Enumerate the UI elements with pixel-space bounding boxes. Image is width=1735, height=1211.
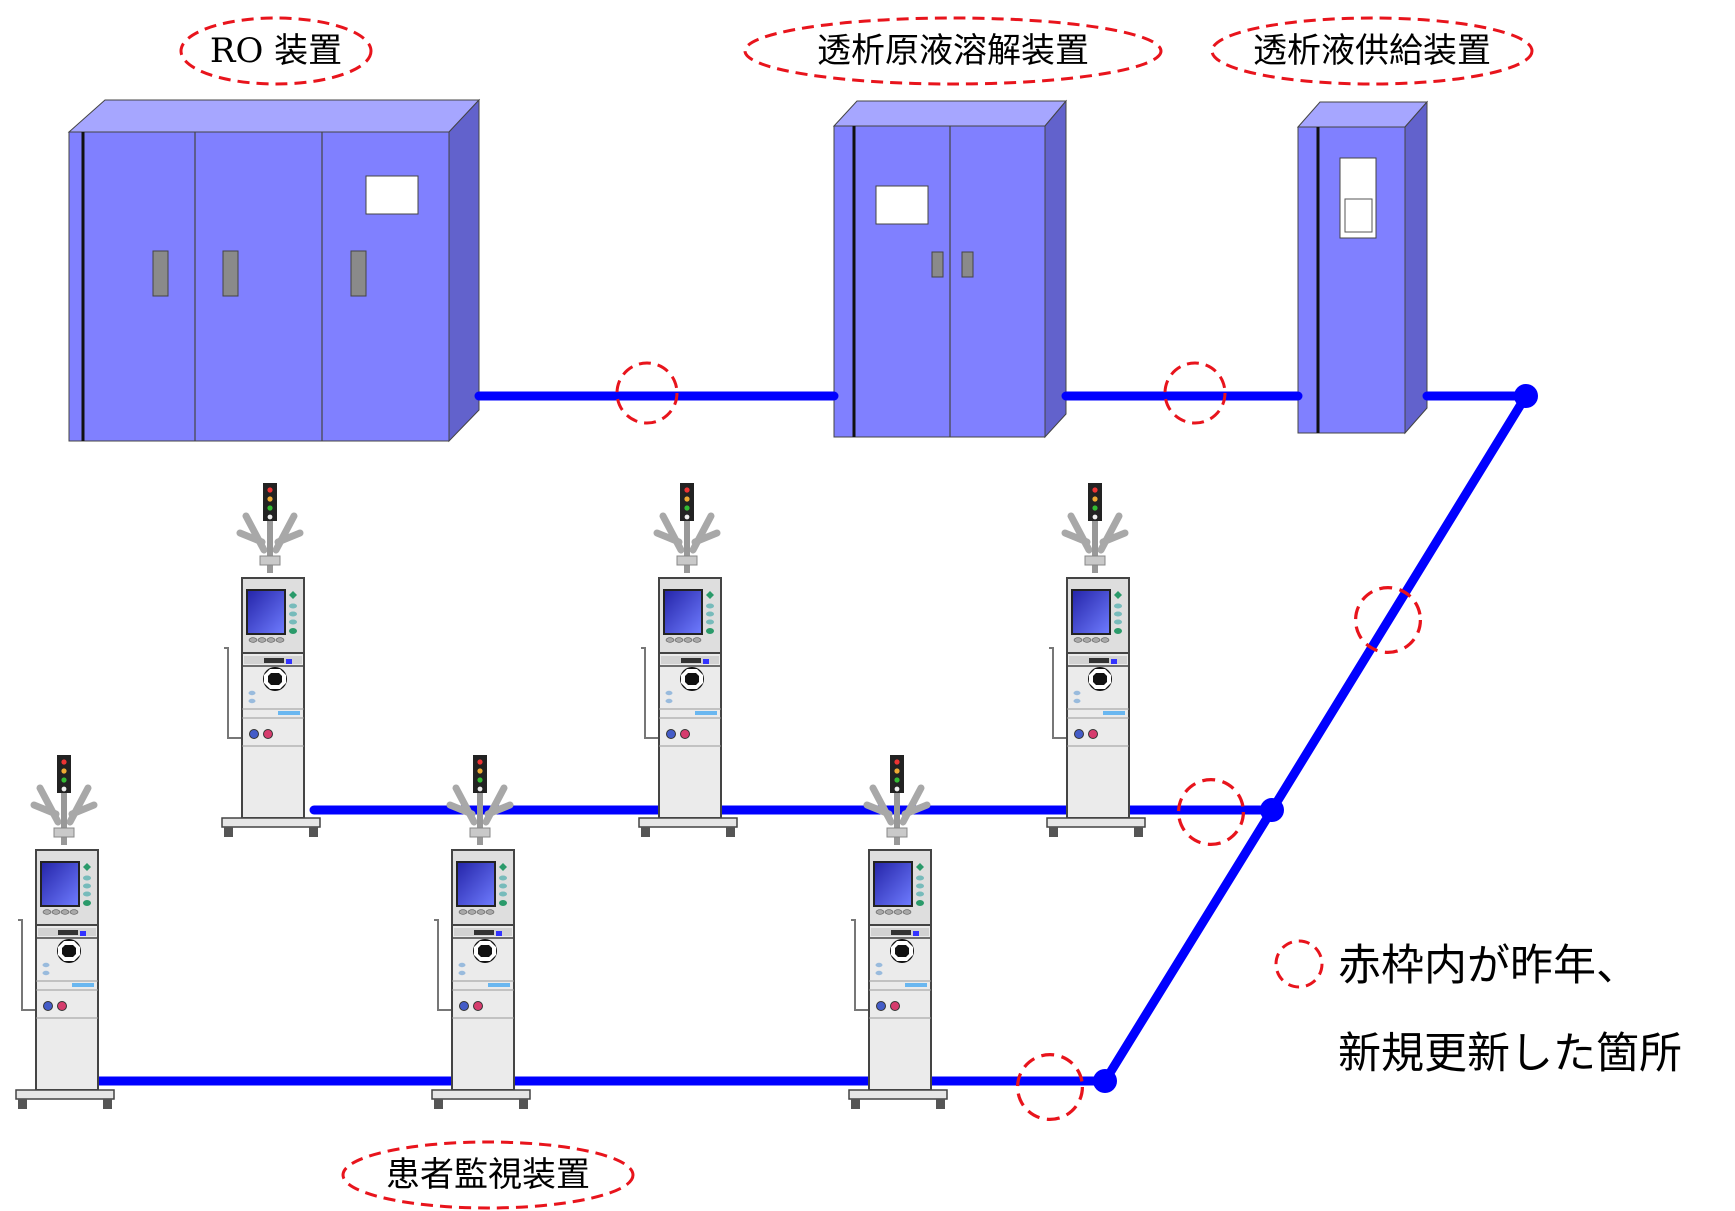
legend-line-2: 新規更新した箇所 — [1338, 1029, 1682, 1079]
label-patient-monitor: 患者監視装置 — [341, 1140, 635, 1210]
junction-node — [1093, 1069, 1117, 1093]
pipe-junctions — [1093, 384, 1538, 1093]
supply-unit-cabinet — [1296, 100, 1429, 435]
renewed-section-marker — [1015, 1052, 1085, 1122]
legend: 赤枠内が昨年、 新規更新した箇所 — [1274, 939, 1682, 1079]
junction-node — [1260, 798, 1284, 822]
pipe-network — [94, 391, 1531, 1086]
patient-monitor-upper-3 — [1047, 483, 1145, 837]
ro-unit-cabinet — [67, 98, 481, 443]
label-dissolver-unit-text: 透析原液溶解装置 — [817, 31, 1089, 71]
legend-line-1: 赤枠内が昨年、 — [1338, 941, 1639, 991]
label-supply-unit: 透析液供給装置 — [1210, 16, 1534, 86]
patient-monitor-lower-1 — [16, 755, 114, 1109]
renewed-section-markers — [615, 361, 1423, 1122]
patient-monitor-upper-2 — [639, 483, 737, 837]
dissolver-unit-cabinet — [832, 99, 1068, 439]
label-supply-unit-text: 透析液供給装置 — [1253, 31, 1491, 71]
patient-monitor-upper-1 — [222, 483, 320, 837]
label-ro-unit-text: RO 装置 — [210, 31, 342, 71]
label-dissolver-unit: 透析原液溶解装置 — [743, 16, 1163, 86]
label-patient-monitor-text: 患者監視装置 — [386, 1155, 590, 1195]
dashed-circle-icon — [1274, 939, 1324, 989]
junction-node — [1514, 384, 1538, 408]
label-ro-unit: RO 装置 — [179, 16, 373, 86]
